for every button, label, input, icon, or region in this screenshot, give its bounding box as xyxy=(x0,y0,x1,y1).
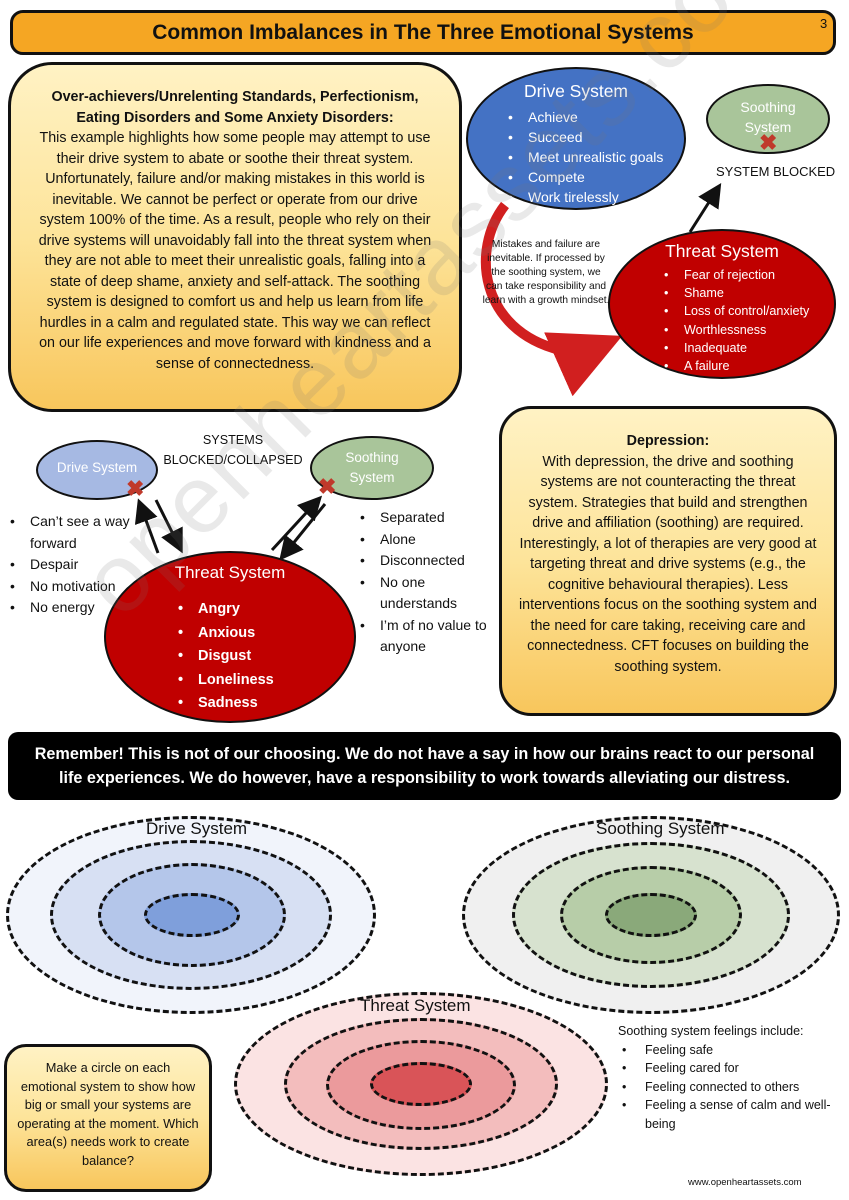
soothing-feelings: Soothing system feelings include: Feelin… xyxy=(618,1022,846,1133)
blocked-x-icon: ✖ xyxy=(318,474,337,499)
threat-system-ellipse: Threat System Fear of rejection Shame Lo… xyxy=(608,229,836,379)
soothing-ring-inner xyxy=(605,893,697,937)
soothing-feelings-heading: Soothing system feelings include: xyxy=(618,1024,804,1038)
page-title: Common Imbalances in The Three Emotional… xyxy=(10,10,836,55)
remember-banner: Remember! This is not of our choosing. W… xyxy=(8,732,841,800)
list-item: Achieve xyxy=(502,107,663,127)
blocked-x-icon: ✖ xyxy=(759,130,778,155)
list-item: Compete xyxy=(502,167,663,187)
list-item: Alone xyxy=(354,529,504,551)
soothing-system-title: Soothing System xyxy=(740,99,796,135)
list-item: A failure xyxy=(658,357,809,375)
list-item: Sadness xyxy=(172,692,274,716)
list-item: Loss of control/anxiety xyxy=(658,302,809,320)
list-item: Loneliness xyxy=(172,669,274,693)
threat-ring-3 xyxy=(326,1040,516,1130)
blocked-x-icon: ✖ xyxy=(126,476,145,501)
list-item: No energy xyxy=(4,597,132,619)
drive-system-title: Drive System xyxy=(523,81,629,101)
mistakes-note: Mistakes and failure are inevitable. If … xyxy=(482,239,610,306)
drive-system-ellipse: Drive System Achieve Succeed Meet unreal… xyxy=(466,67,686,210)
soothing-feelings-list: Feeling safe Feeling cared for Feeling c… xyxy=(618,1041,846,1134)
list-item: Inadequate xyxy=(658,339,809,357)
list-item: I’m of no value to anyone xyxy=(354,615,504,658)
list-item: Disconnected xyxy=(354,550,504,572)
threat-system-title-2: Threat System xyxy=(174,563,286,582)
drive-items-list: Achieve Succeed Meet unrealistic goals C… xyxy=(502,107,663,207)
list-item: Disgust xyxy=(172,645,274,669)
drive-blocked-list: Can’t see a way forward Despair No motiv… xyxy=(4,511,132,619)
threat-system-title: Threat System xyxy=(665,241,779,261)
list-item: Meet unrealistic goals xyxy=(502,147,663,167)
depression-body: With depression, the drive and soothing … xyxy=(518,453,818,675)
website-footer: www.openheartassets.com xyxy=(688,1177,802,1188)
list-item: Feeling connected to others xyxy=(618,1078,846,1097)
drive-system-ellipse-2: Drive System xyxy=(36,440,158,500)
drive-ring-inner xyxy=(144,893,240,937)
list-item: Work tirelessly xyxy=(502,187,663,207)
list-item: Succeed xyxy=(502,127,663,147)
depression-panel: Depression: With depression, the drive a… xyxy=(499,406,837,716)
list-item: Worthlessness xyxy=(658,321,809,339)
list-item: Angry xyxy=(172,598,274,622)
arrow-threat-to-soothing-2 xyxy=(270,495,323,552)
soothing-blocked-list: Separated Alone Disconnected No one unde… xyxy=(354,507,504,658)
threat-ring-title: Threat System xyxy=(360,996,471,1015)
threat-ring-inner xyxy=(370,1062,472,1106)
soothing-system-title-2: Soothing System xyxy=(345,450,399,485)
drive-system-title-2: Drive System xyxy=(56,460,138,475)
threat-items-list: Fear of rejection Shame Loss of control/… xyxy=(658,266,809,375)
drive-ring-title: Drive System xyxy=(146,819,248,838)
soothing-ring-title: Soothing System xyxy=(596,819,725,838)
intro-panel: Over-achievers/Unrelenting Standards, Pe… xyxy=(8,62,462,412)
system-blocked-label: SYSTEM BLOCKED xyxy=(716,164,836,179)
list-item: Anxious xyxy=(172,622,274,646)
arrow-threat-to-soothing xyxy=(688,182,722,233)
list-item: Shame xyxy=(658,284,809,302)
circle-prompt-box: Make a circle on each emotional system t… xyxy=(4,1044,212,1192)
page-number: 3 xyxy=(820,16,828,31)
intro-body: This example highlights how some people … xyxy=(38,130,432,372)
list-item: Feeling cared for xyxy=(618,1059,846,1078)
list-item: Can’t see a way forward xyxy=(4,511,132,554)
intro-heading: Over-achievers/Unrelenting Standards, Pe… xyxy=(51,89,419,126)
list-item: Fear of rejection xyxy=(658,266,809,284)
list-item: Feeling a sense of calm and well-being xyxy=(618,1096,846,1133)
list-item: Despair xyxy=(4,554,132,576)
arrow-soothing-to-threat xyxy=(279,503,327,561)
list-item: No one understands xyxy=(354,572,504,615)
soothing-system-ellipse: Soothing System xyxy=(706,84,830,154)
threat-items-list-2: Angry Anxious Disgust Loneliness Sadness xyxy=(172,598,274,716)
list-item: Separated xyxy=(354,507,504,529)
threat-system-ellipse-2: Threat System Angry Anxious Disgust Lone… xyxy=(104,551,356,723)
depression-heading: Depression: xyxy=(626,433,710,449)
systems-blocked-label: SYSTEMS BLOCKED/COLLAPSED xyxy=(163,433,303,467)
soothing-system-ellipse-2: Soothing System xyxy=(310,436,434,500)
list-item: Feeling safe xyxy=(618,1041,846,1060)
list-item: No motivation xyxy=(4,576,132,598)
